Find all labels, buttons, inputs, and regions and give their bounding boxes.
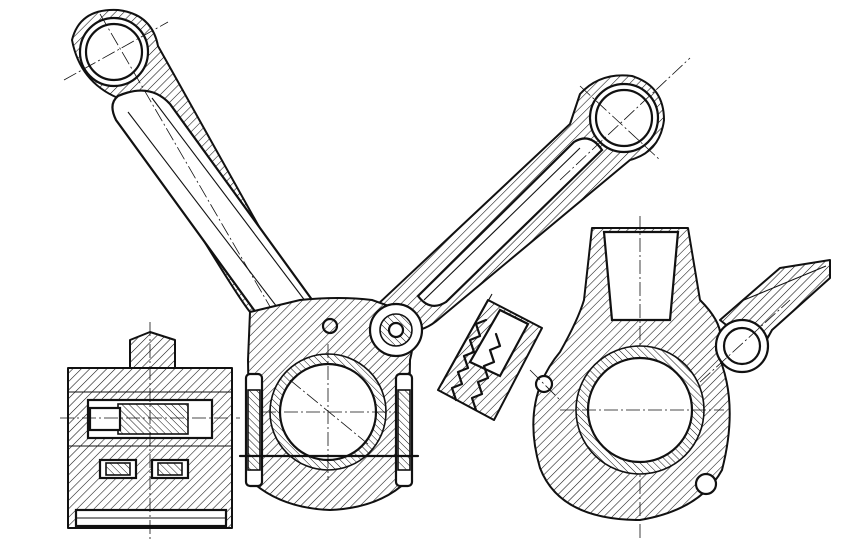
crank-pin-section-view — [60, 322, 240, 540]
big-end-side-view — [529, 216, 831, 540]
big-end — [238, 297, 424, 511]
fork-rod — [63, 8, 341, 411]
serrated-joint-detail — [437, 293, 543, 421]
blade-rod — [375, 57, 691, 333]
